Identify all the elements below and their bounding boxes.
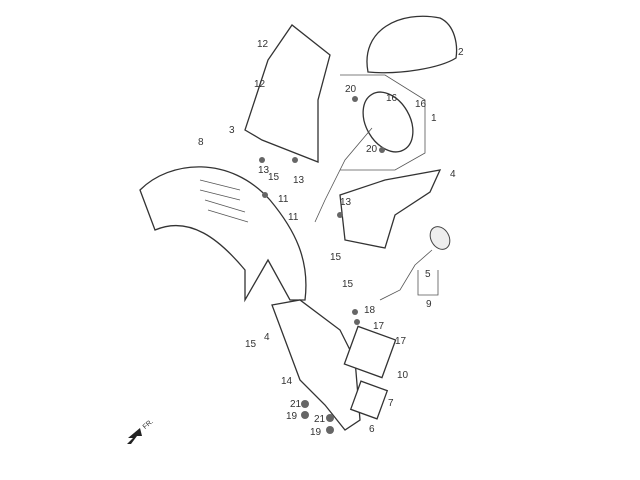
turn-signal-wire — [379, 249, 433, 301]
callout-13: 13 — [293, 175, 305, 186]
callout-3: 3 — [229, 125, 235, 136]
callout-19: 19 — [310, 427, 322, 438]
seat-cowl-part — [366, 15, 458, 74]
callout-17: 17 — [373, 321, 385, 332]
callout-21: 21 — [290, 399, 302, 410]
callout-15: 15 — [268, 172, 280, 183]
tail-light-bracket-box — [340, 74, 426, 171]
callout-4: 4 — [450, 169, 456, 180]
callout-11: 11 — [278, 194, 289, 205]
callout-16: 16 — [386, 93, 398, 104]
callout-11: 11 — [288, 212, 299, 223]
license-bracket-part — [271, 299, 361, 431]
tail-light-stay — [314, 127, 373, 223]
callout-19: 19 — [286, 411, 298, 422]
callout-15: 15 — [342, 279, 354, 290]
callout-4: 4 — [264, 332, 270, 343]
callout-10: 10 — [397, 370, 409, 381]
rear-fender-part — [139, 166, 307, 303]
callout-2: 2 — [458, 47, 464, 58]
callout-14: 14 — [281, 376, 293, 387]
fasteners — [259, 96, 385, 434]
callout-15: 15 — [245, 339, 257, 350]
side-cover-part — [244, 24, 331, 163]
plate-stay-10 — [343, 325, 397, 379]
callout-20: 20 — [366, 144, 378, 155]
callout-12: 12 — [257, 39, 269, 50]
callout-18: 18 — [364, 305, 376, 316]
callout-12: 12 — [254, 79, 266, 90]
fender-slots — [199, 179, 249, 223]
tail-light-part — [362, 91, 414, 153]
plate-stay-7 — [349, 380, 389, 420]
callout-5: 5 — [425, 269, 431, 280]
callout-7: 7 — [388, 398, 394, 409]
front-direction-arrow-icon — [127, 428, 142, 444]
callout-17: 17 — [395, 336, 407, 347]
callout-9: 9 — [426, 299, 432, 310]
turn-signal-part — [429, 226, 451, 250]
callout-13: 13 — [258, 165, 270, 176]
callout-16: 16 — [415, 99, 427, 110]
callout-21: 21 — [314, 414, 326, 425]
callout-20: 20 — [345, 84, 357, 95]
callout-1: 1 — [431, 113, 437, 124]
callout-bracket-5-9 — [417, 270, 439, 296]
callout-13: 13 — [340, 197, 352, 208]
callout-6: 6 — [369, 424, 375, 435]
rear-cowl-part — [339, 169, 442, 249]
callout-15: 15 — [330, 252, 342, 263]
callout-8: 8 — [198, 137, 204, 148]
